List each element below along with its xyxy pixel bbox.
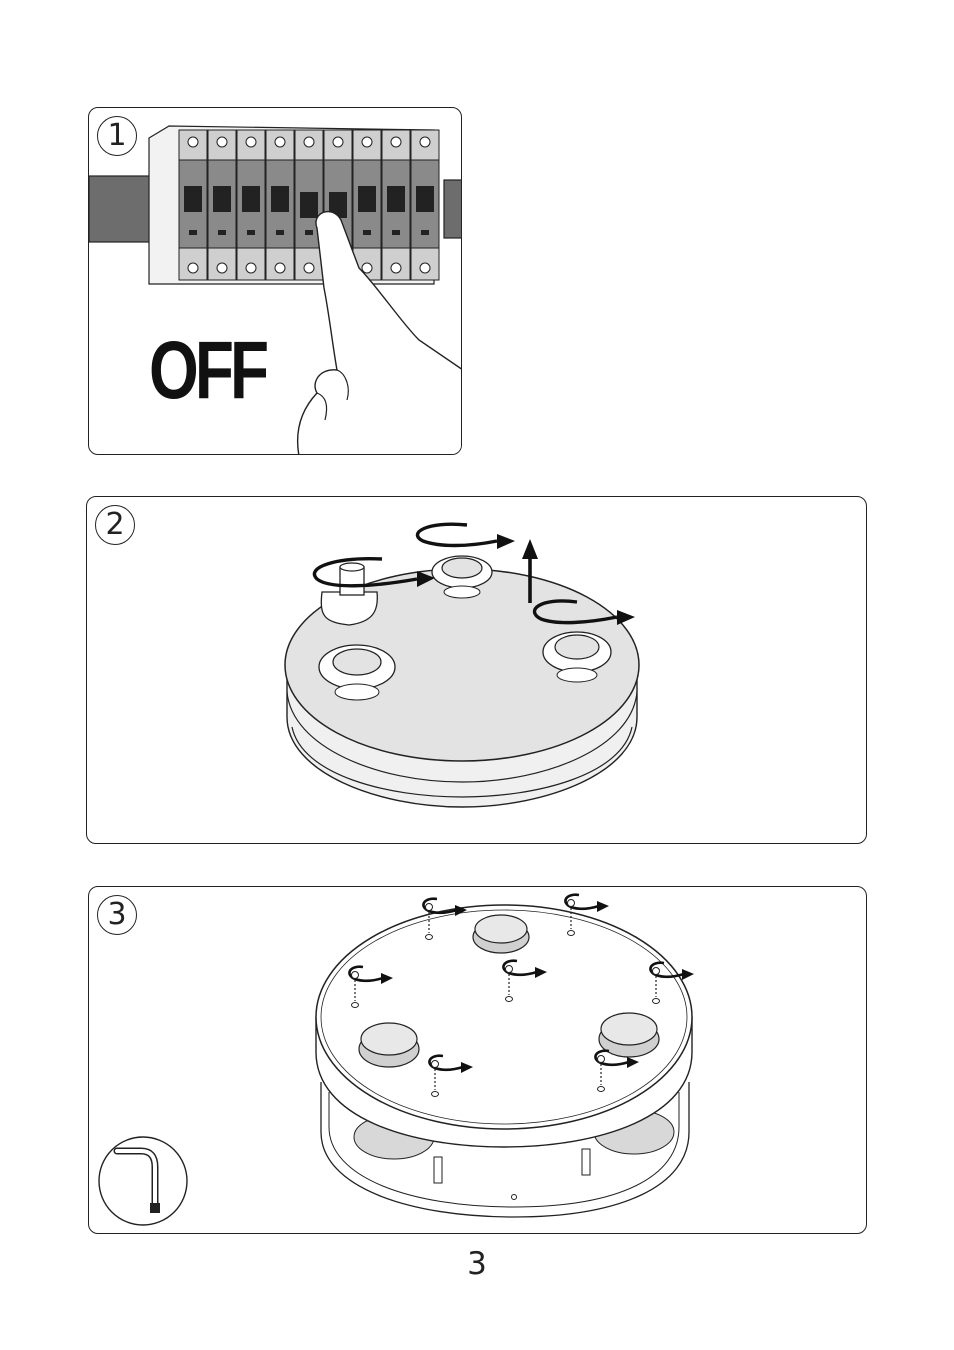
step-2-panel: 2 — [86, 496, 867, 844]
breaker-module — [353, 130, 381, 280]
fixture-top-illustration — [87, 497, 867, 844]
socket-cap — [359, 1023, 419, 1067]
fixture-screws-illustration — [89, 887, 867, 1234]
rotate-arrow-icon — [417, 524, 497, 545]
breaker-module — [295, 130, 323, 280]
breaker-panel-illustration — [89, 108, 462, 455]
bulb-base — [321, 563, 377, 625]
breaker-module — [382, 130, 410, 280]
breaker-modules — [179, 130, 439, 280]
breaker-module — [208, 130, 236, 280]
step-3-panel: 3 — [88, 886, 867, 1234]
step-1-panel: 1 OFF — [88, 107, 462, 455]
off-label: OFF — [149, 330, 265, 412]
allen-key-icon — [99, 1137, 187, 1225]
socket-cap — [473, 915, 529, 953]
breaker-module — [179, 130, 207, 280]
breaker-module — [411, 130, 439, 280]
page-number: 3 — [0, 1246, 954, 1282]
rotate-arrow-icon — [314, 559, 417, 586]
breaker-module — [266, 130, 294, 280]
breaker-module — [237, 130, 265, 280]
